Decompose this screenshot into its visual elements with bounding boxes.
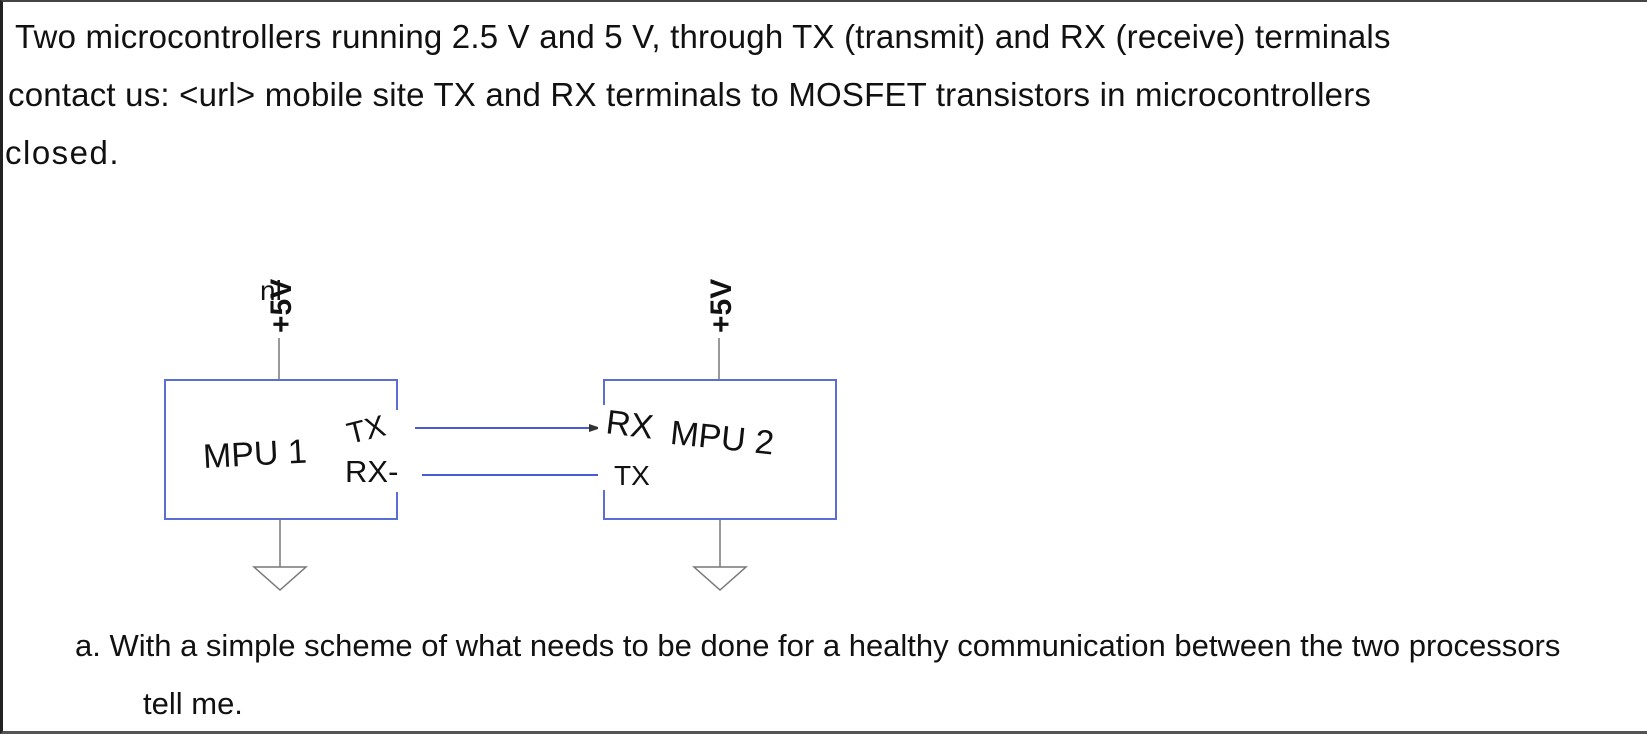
mpu1-ground-icon bbox=[252, 566, 308, 592]
mpu1-box-notch bbox=[393, 410, 403, 492]
mpu1-label: MPU 1 bbox=[202, 433, 308, 476]
mpu2-supply-label: +5V bbox=[705, 279, 738, 333]
mpu2-label: MPU 2 bbox=[668, 414, 775, 463]
mpu2-box-notch bbox=[598, 405, 608, 490]
problem-text-line-3: closed. bbox=[5, 134, 121, 171]
mpu1-supply-label: +5V bbox=[265, 279, 298, 333]
mpu2-rx-label: RX bbox=[604, 403, 656, 446]
mpu1-rx-label: RX- bbox=[345, 454, 398, 489]
question-line-1: a. With a simple scheme of what needs to… bbox=[75, 628, 1561, 663]
problem-text-line-2: contact us: <url> mobile site TX and RX … bbox=[8, 76, 1372, 113]
tx-to-rx-arrowhead bbox=[589, 424, 601, 432]
question-line-2: tell me. bbox=[143, 686, 243, 721]
mpu2-tx-label: TX bbox=[614, 460, 650, 491]
mpu1-supply-overlay-text: ni bbox=[260, 275, 282, 306]
mpu2-ground-icon bbox=[692, 566, 748, 592]
problem-text-line-1: Two microcontrollers running 2.5 V and 5… bbox=[15, 18, 1391, 55]
mpu1-tx-label: TX bbox=[344, 410, 389, 451]
